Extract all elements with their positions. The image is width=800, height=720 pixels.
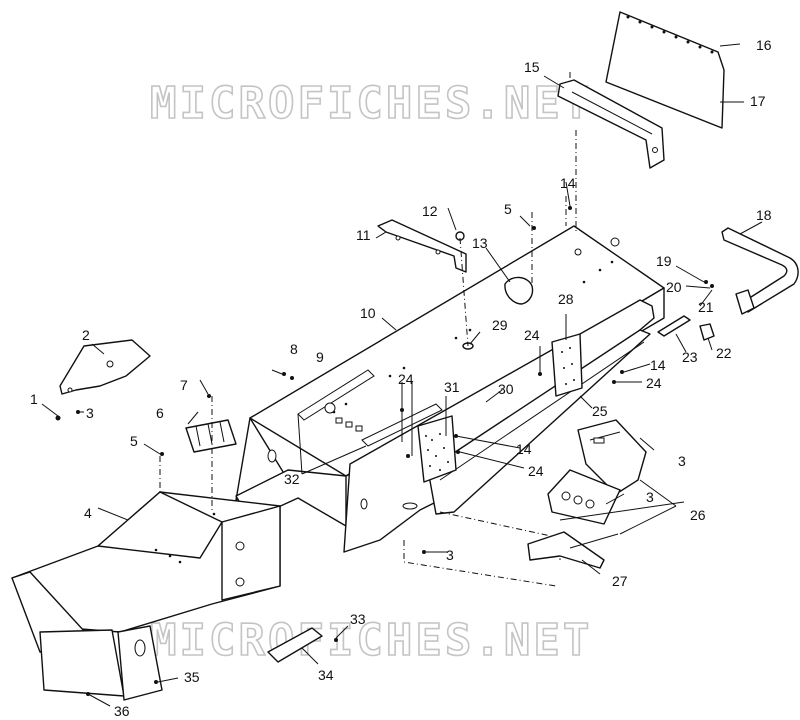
- side-cover-lower: [547, 469, 621, 525]
- callout-29: 29: [492, 317, 508, 333]
- callout-18: 18: [756, 207, 772, 223]
- callout-13: 13: [472, 235, 488, 251]
- callout-24-d: 24: [528, 463, 544, 479]
- callout-3-cover: 3: [646, 489, 654, 505]
- bracket-2: [59, 339, 151, 395]
- mud-flap: [605, 11, 725, 129]
- callout-12: 12: [422, 203, 438, 219]
- callout-26: 26: [690, 507, 706, 523]
- callout-labels: 1 2 3 4 5 6 7 8 9 10 11 12 13 5 14 15 16…: [30, 37, 772, 719]
- callout-14-b: 14: [650, 357, 666, 373]
- callout-15: 15: [524, 59, 540, 75]
- callout-28: 28: [558, 291, 574, 307]
- callout-16: 16: [756, 37, 772, 53]
- callout-27: 27: [612, 573, 628, 589]
- callout-20: 20: [666, 279, 682, 295]
- lower-chassis: [343, 299, 655, 587]
- callout-5: 5: [130, 433, 138, 449]
- callout-14-c: 14: [516, 441, 532, 457]
- callout-31: 31: [444, 379, 460, 395]
- callout-19: 19: [656, 253, 672, 269]
- bracket-6: [185, 419, 237, 453]
- callout-17: 17: [750, 93, 766, 109]
- callout-6: 6: [156, 405, 164, 421]
- callout-7: 7: [180, 377, 188, 393]
- bracket-27: [527, 531, 619, 569]
- side-cover-upper: [577, 419, 647, 495]
- callout-3-center: 3: [446, 547, 454, 563]
- rear-bumper: [721, 227, 799, 315]
- callout-24-a: 24: [524, 327, 540, 343]
- callout-30: 30: [498, 381, 514, 397]
- callout-34: 34: [318, 667, 334, 683]
- callout-1: 1: [30, 391, 38, 407]
- callout-10: 10: [360, 305, 376, 321]
- foot-well: [11, 456, 281, 701]
- callout-8: 8: [290, 341, 298, 357]
- callout-3-right: 3: [678, 453, 686, 469]
- callout-9: 9: [316, 349, 324, 365]
- trim-strip: [657, 315, 691, 337]
- shift-boot: [504, 276, 534, 305]
- callout-21: 21: [698, 299, 714, 315]
- watermark-top: MICROFICHES.NET: [150, 78, 592, 129]
- callout-24-c: 24: [398, 371, 414, 387]
- bumper-cap: [699, 323, 715, 341]
- callout-25: 25: [592, 403, 608, 419]
- callout-11: 11: [356, 227, 371, 243]
- top-bracket: [377, 219, 467, 273]
- watermark-bottom: MICROFICHES.NET: [150, 615, 592, 666]
- callout-2: 2: [82, 327, 90, 343]
- strip-34: [267, 627, 323, 663]
- flap-bracket: [557, 72, 665, 169]
- callout-22: 22: [716, 345, 732, 361]
- callout-36: 36: [114, 703, 130, 719]
- callout-33: 33: [350, 611, 366, 627]
- callout-14: 14: [560, 175, 576, 191]
- callout-35: 35: [184, 669, 200, 685]
- callout-32: 32: [284, 471, 300, 487]
- callout-5-upper: 5: [504, 201, 512, 217]
- callout-3: 3: [86, 405, 94, 421]
- callout-24-b: 24: [646, 375, 662, 391]
- callout-23: 23: [682, 349, 698, 365]
- callout-4: 4: [84, 505, 92, 521]
- hardware-fasteners: [55, 206, 714, 696]
- leader-lines: [41, 43, 763, 707]
